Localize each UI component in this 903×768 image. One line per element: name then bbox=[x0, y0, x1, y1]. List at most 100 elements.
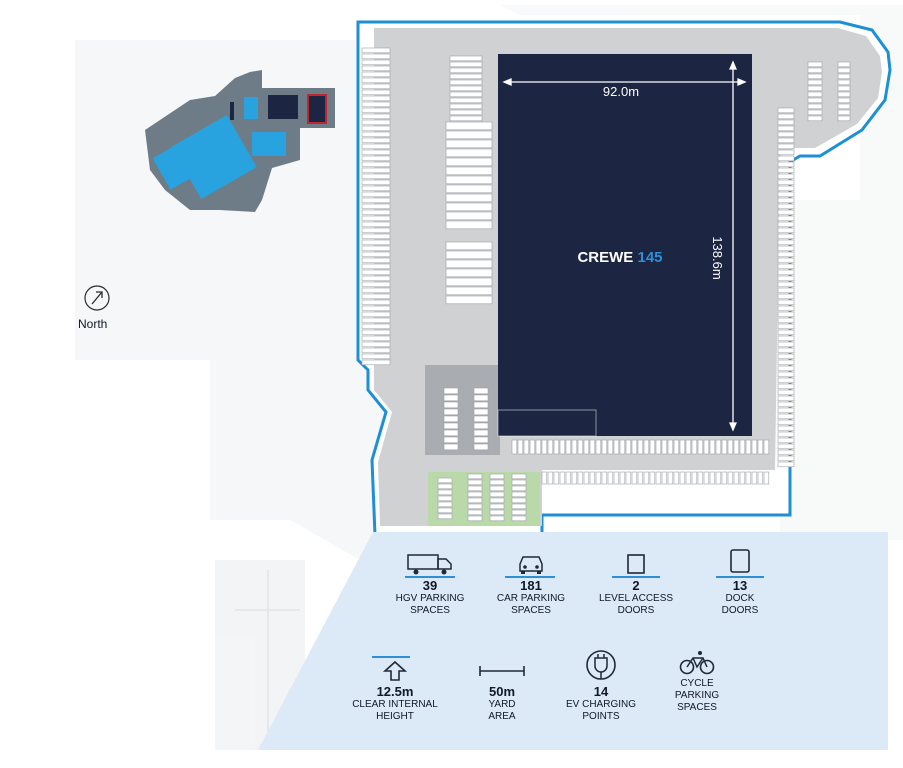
parking-bay bbox=[559, 439, 566, 455]
parking-bay bbox=[523, 439, 530, 455]
parking-bay bbox=[449, 97, 483, 104]
parking-bay bbox=[571, 471, 578, 485]
parking-bay bbox=[837, 61, 851, 68]
parking-bay bbox=[443, 408, 459, 416]
parking-bay bbox=[449, 85, 483, 92]
parking-bay bbox=[777, 215, 795, 222]
parking-bay bbox=[443, 387, 459, 395]
parking-bay bbox=[777, 461, 795, 468]
parking-bay bbox=[691, 439, 698, 455]
parking-bay bbox=[655, 439, 662, 455]
parking-bay bbox=[777, 299, 795, 306]
parking-bay bbox=[489, 479, 505, 486]
parking-bay bbox=[733, 439, 740, 455]
parking-bay bbox=[361, 293, 391, 300]
parking-bay bbox=[361, 125, 391, 132]
parking-bay bbox=[361, 47, 391, 54]
parking-bay bbox=[727, 471, 734, 485]
parking-bay bbox=[777, 233, 795, 240]
parking-bay bbox=[667, 439, 674, 455]
parking-bay bbox=[607, 471, 614, 485]
parking-bay bbox=[745, 439, 752, 455]
stat-ev-charging: 14 EV CHARGING POINTS bbox=[546, 648, 656, 723]
stat-level-access-doors: 2 LEVEL ACCESS DOORS bbox=[581, 552, 691, 617]
stat-label: CYCLE bbox=[680, 678, 714, 689]
parking-bay bbox=[559, 471, 566, 485]
parking-bay bbox=[467, 479, 483, 486]
parking-bay bbox=[511, 503, 527, 510]
parking-bay bbox=[751, 439, 758, 455]
stat-label: HEIGHT bbox=[376, 711, 414, 722]
parking-bay bbox=[777, 419, 795, 426]
parking-bay bbox=[837, 85, 851, 92]
parking-bay bbox=[473, 408, 489, 416]
parking-bay bbox=[777, 305, 795, 312]
stat-label: DOORS bbox=[721, 605, 759, 616]
parking-bay bbox=[473, 436, 489, 444]
parking-bay bbox=[777, 395, 795, 402]
parking-bay bbox=[837, 79, 851, 86]
parking-bay bbox=[449, 79, 483, 86]
parking-bay bbox=[547, 439, 554, 455]
parking-bay bbox=[777, 443, 795, 450]
service-area bbox=[425, 365, 500, 455]
parking-bay bbox=[777, 389, 795, 396]
parking-bay bbox=[595, 439, 602, 455]
parking-bay bbox=[777, 317, 795, 324]
parking-bay bbox=[361, 89, 391, 96]
parking-bay bbox=[777, 113, 795, 120]
parking-bay bbox=[437, 501, 453, 508]
parking-bay bbox=[361, 137, 391, 144]
parking-bay bbox=[489, 473, 505, 480]
parking-bay bbox=[661, 471, 668, 485]
parking-bay bbox=[445, 259, 493, 269]
parking-bay bbox=[777, 371, 795, 378]
stat-label: POINTS bbox=[582, 711, 620, 722]
ev-charging-icon bbox=[586, 650, 616, 680]
parking-bay bbox=[445, 130, 493, 140]
parking-bay bbox=[583, 471, 590, 485]
parking-bay bbox=[511, 515, 527, 522]
parking-bay bbox=[473, 394, 489, 402]
parking-bay bbox=[449, 109, 483, 116]
parking-bay bbox=[739, 439, 746, 455]
parking-bay bbox=[361, 101, 391, 108]
parking-bay bbox=[757, 439, 764, 455]
building-number: 145 bbox=[637, 249, 662, 266]
parking-bay bbox=[807, 103, 823, 110]
parking-bay bbox=[777, 359, 795, 366]
parking-bay bbox=[673, 439, 680, 455]
parking-bay bbox=[517, 439, 524, 455]
parking-bay bbox=[577, 439, 584, 455]
parking-bay bbox=[361, 197, 391, 204]
parking-bay bbox=[361, 203, 391, 210]
parking-bay bbox=[467, 503, 483, 510]
parking-bay bbox=[777, 377, 795, 384]
parking-bay bbox=[777, 401, 795, 408]
warehouse-building bbox=[498, 54, 752, 436]
parking-bay bbox=[807, 109, 823, 116]
parking-bay bbox=[837, 115, 851, 122]
stat-car-parking: 181 CAR PARKING SPACES bbox=[476, 552, 586, 617]
stat-label: PARKING bbox=[674, 690, 720, 701]
parking-bay bbox=[361, 353, 391, 360]
parking-bay bbox=[679, 471, 686, 485]
parking-bay bbox=[443, 443, 459, 451]
parking-bay bbox=[837, 91, 851, 98]
parking-bay bbox=[467, 497, 483, 504]
parking-bay bbox=[709, 439, 716, 455]
parking-bay bbox=[777, 179, 795, 186]
parking-bay bbox=[541, 471, 548, 485]
parking-bay bbox=[777, 329, 795, 336]
stat-label: YARD bbox=[488, 699, 516, 710]
stat-label: DOCK bbox=[725, 593, 755, 604]
parking-bay bbox=[445, 166, 493, 176]
parking-bay bbox=[691, 471, 698, 485]
parking-bay bbox=[511, 439, 518, 455]
parking-bay bbox=[625, 439, 632, 455]
stat-clear-height: 12.5m CLEAR INTERNAL HEIGHT bbox=[340, 660, 450, 723]
parking-bay bbox=[445, 295, 493, 305]
parking-bay bbox=[777, 455, 795, 462]
stat-value: 50m bbox=[488, 684, 516, 699]
parking-bay bbox=[777, 347, 795, 354]
